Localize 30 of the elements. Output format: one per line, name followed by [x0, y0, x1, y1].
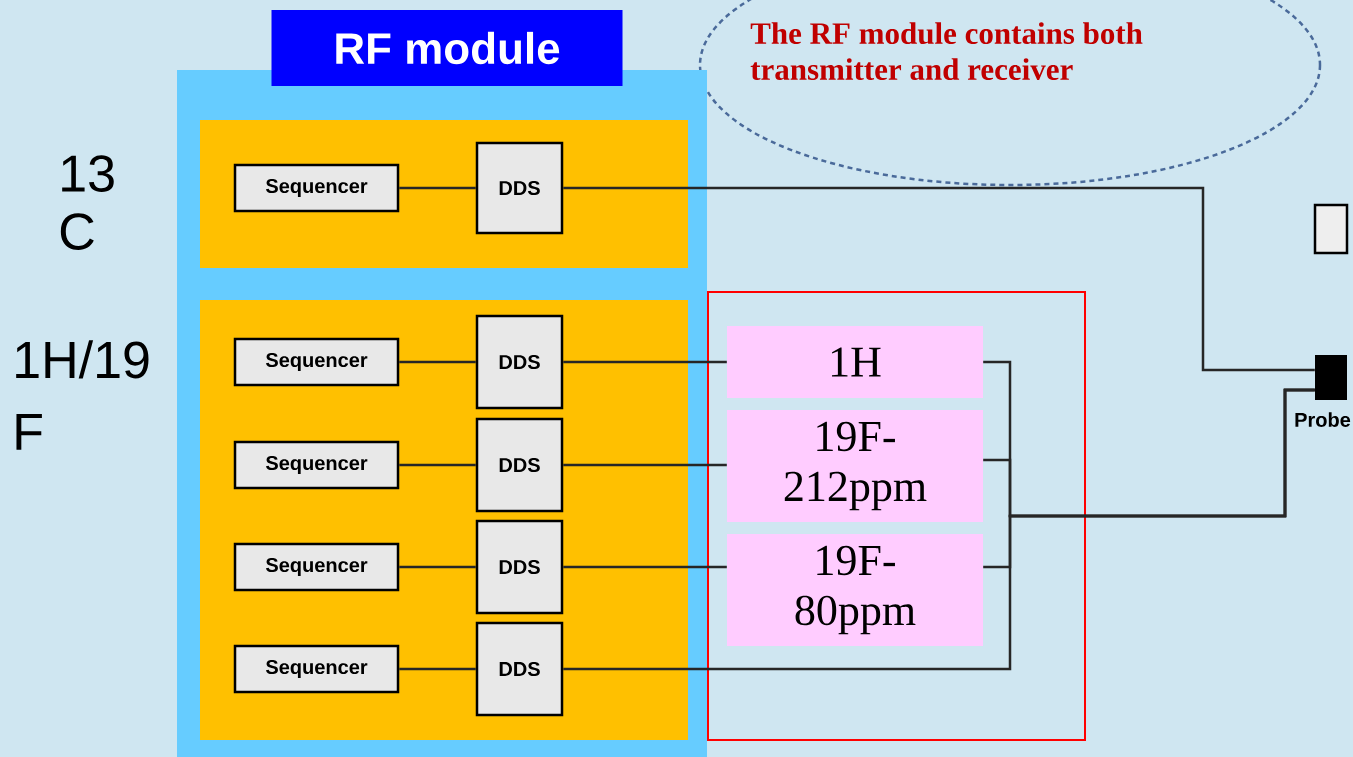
- connector-line: [399, 565, 476, 569]
- channel-box: 1H: [727, 326, 983, 398]
- connector-line: [563, 463, 727, 467]
- channel-label: 1H/19 F: [16, 340, 149, 450]
- connector-line: [563, 565, 727, 569]
- channel-box: 19F- 80ppm: [727, 534, 983, 646]
- connector-line: [563, 360, 727, 364]
- dds-box: DDS: [475, 417, 564, 513]
- connector-line: [399, 667, 476, 671]
- connector-line: [399, 360, 476, 364]
- connector-line: [399, 463, 476, 467]
- dds-box: DDS: [475, 314, 564, 410]
- dds-box: DDS: [475, 519, 564, 615]
- connector-line: [983, 388, 1315, 569]
- small-box: [1313, 203, 1349, 255]
- channel-label: 13 C: [60, 155, 114, 250]
- connector-line: [563, 186, 1315, 372]
- annotation-note: The RF module contains both transmitter and receiver: [750, 22, 1143, 80]
- channel-box: 19F- 212ppm: [727, 410, 983, 522]
- dds-box: DDS: [475, 141, 564, 235]
- sequencer-box: Sequencer: [233, 644, 400, 694]
- dds-box: DDS: [475, 621, 564, 717]
- module-title: RF module: [271, 10, 623, 86]
- connector-line: [399, 186, 476, 190]
- sequencer-box: Sequencer: [233, 163, 400, 213]
- sequencer-box: Sequencer: [233, 542, 400, 592]
- highlight-frame: [707, 291, 1086, 741]
- sequencer-box: Sequencer: [233, 337, 400, 387]
- sequencer-box: Sequencer: [233, 440, 400, 490]
- probe-label: Probe: [1295, 412, 1351, 427]
